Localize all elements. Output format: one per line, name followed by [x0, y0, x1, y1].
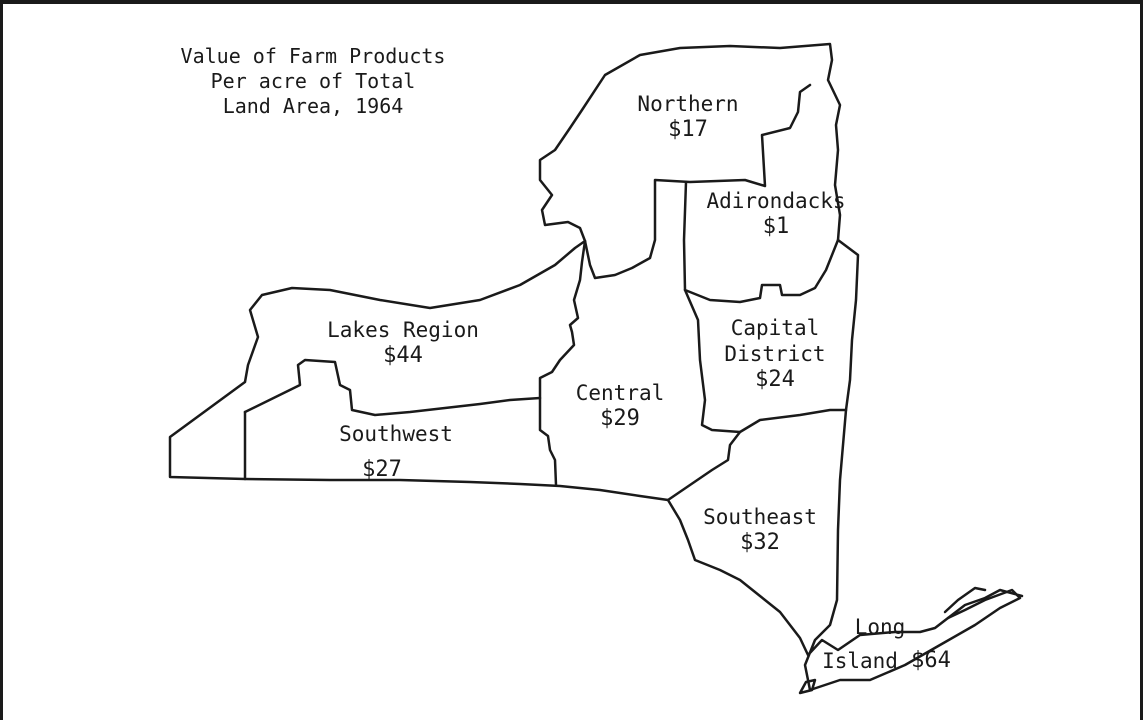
- title-line-3: Land Area, 1964: [222, 94, 404, 118]
- region-adirondacks-name: Adirondacks: [706, 189, 846, 213]
- region-northern-name: Northern: [637, 92, 739, 116]
- staten-island: [798, 678, 817, 695]
- region-adirondacks-value: $1: [762, 214, 790, 239]
- region-capital-value: $24: [755, 367, 795, 392]
- region-long-island-name-2: Island: [822, 649, 898, 673]
- title-line-1: Value of Farm Products: [180, 44, 446, 68]
- long-island-fork: [946, 588, 1024, 620]
- region-capital-name-2: District: [724, 342, 826, 366]
- map-title: Value of Farm Products Per acre of Total…: [133, 44, 493, 119]
- region-long-island-value: $64: [911, 648, 951, 673]
- region-capital-district: Capital District $24: [724, 315, 825, 393]
- region-central-value: $29: [600, 406, 640, 431]
- border-capital-central: [683, 288, 848, 434]
- region-northern: Northern $17: [637, 91, 738, 143]
- region-southeast: Southeast $32: [703, 504, 817, 556]
- region-long-island-name-1: Long: [854, 615, 906, 639]
- region-lakes: Lakes Region $44: [327, 317, 479, 369]
- region-southeast-value: $32: [740, 530, 780, 555]
- region-southwest-name: Southwest: [339, 422, 453, 446]
- long-island-north-fork: [943, 586, 987, 614]
- region-capital-name-1: Capital: [730, 316, 820, 340]
- region-central: Central $29: [576, 380, 665, 432]
- region-lakes-value: $44: [383, 343, 423, 368]
- region-central-name: Central: [575, 381, 665, 405]
- border-lakes-southwest: [243, 358, 542, 417]
- border-central-southeast: [666, 430, 742, 502]
- region-adirondacks: Adirondacks $1: [706, 188, 845, 240]
- title-line-2: Per acre of Total: [210, 69, 416, 93]
- region-southeast-name: Southeast: [703, 505, 817, 529]
- state-outline: [168, 42, 1022, 692]
- region-lakes-name: Lakes Region: [327, 318, 479, 342]
- region-northern-value: $17: [668, 117, 708, 142]
- region-southwest-value: $27: [362, 457, 402, 482]
- border-northern-central: [583, 83, 812, 280]
- border-lakes-central: [538, 239, 587, 487]
- region-southwest: Southwest: [339, 421, 453, 447]
